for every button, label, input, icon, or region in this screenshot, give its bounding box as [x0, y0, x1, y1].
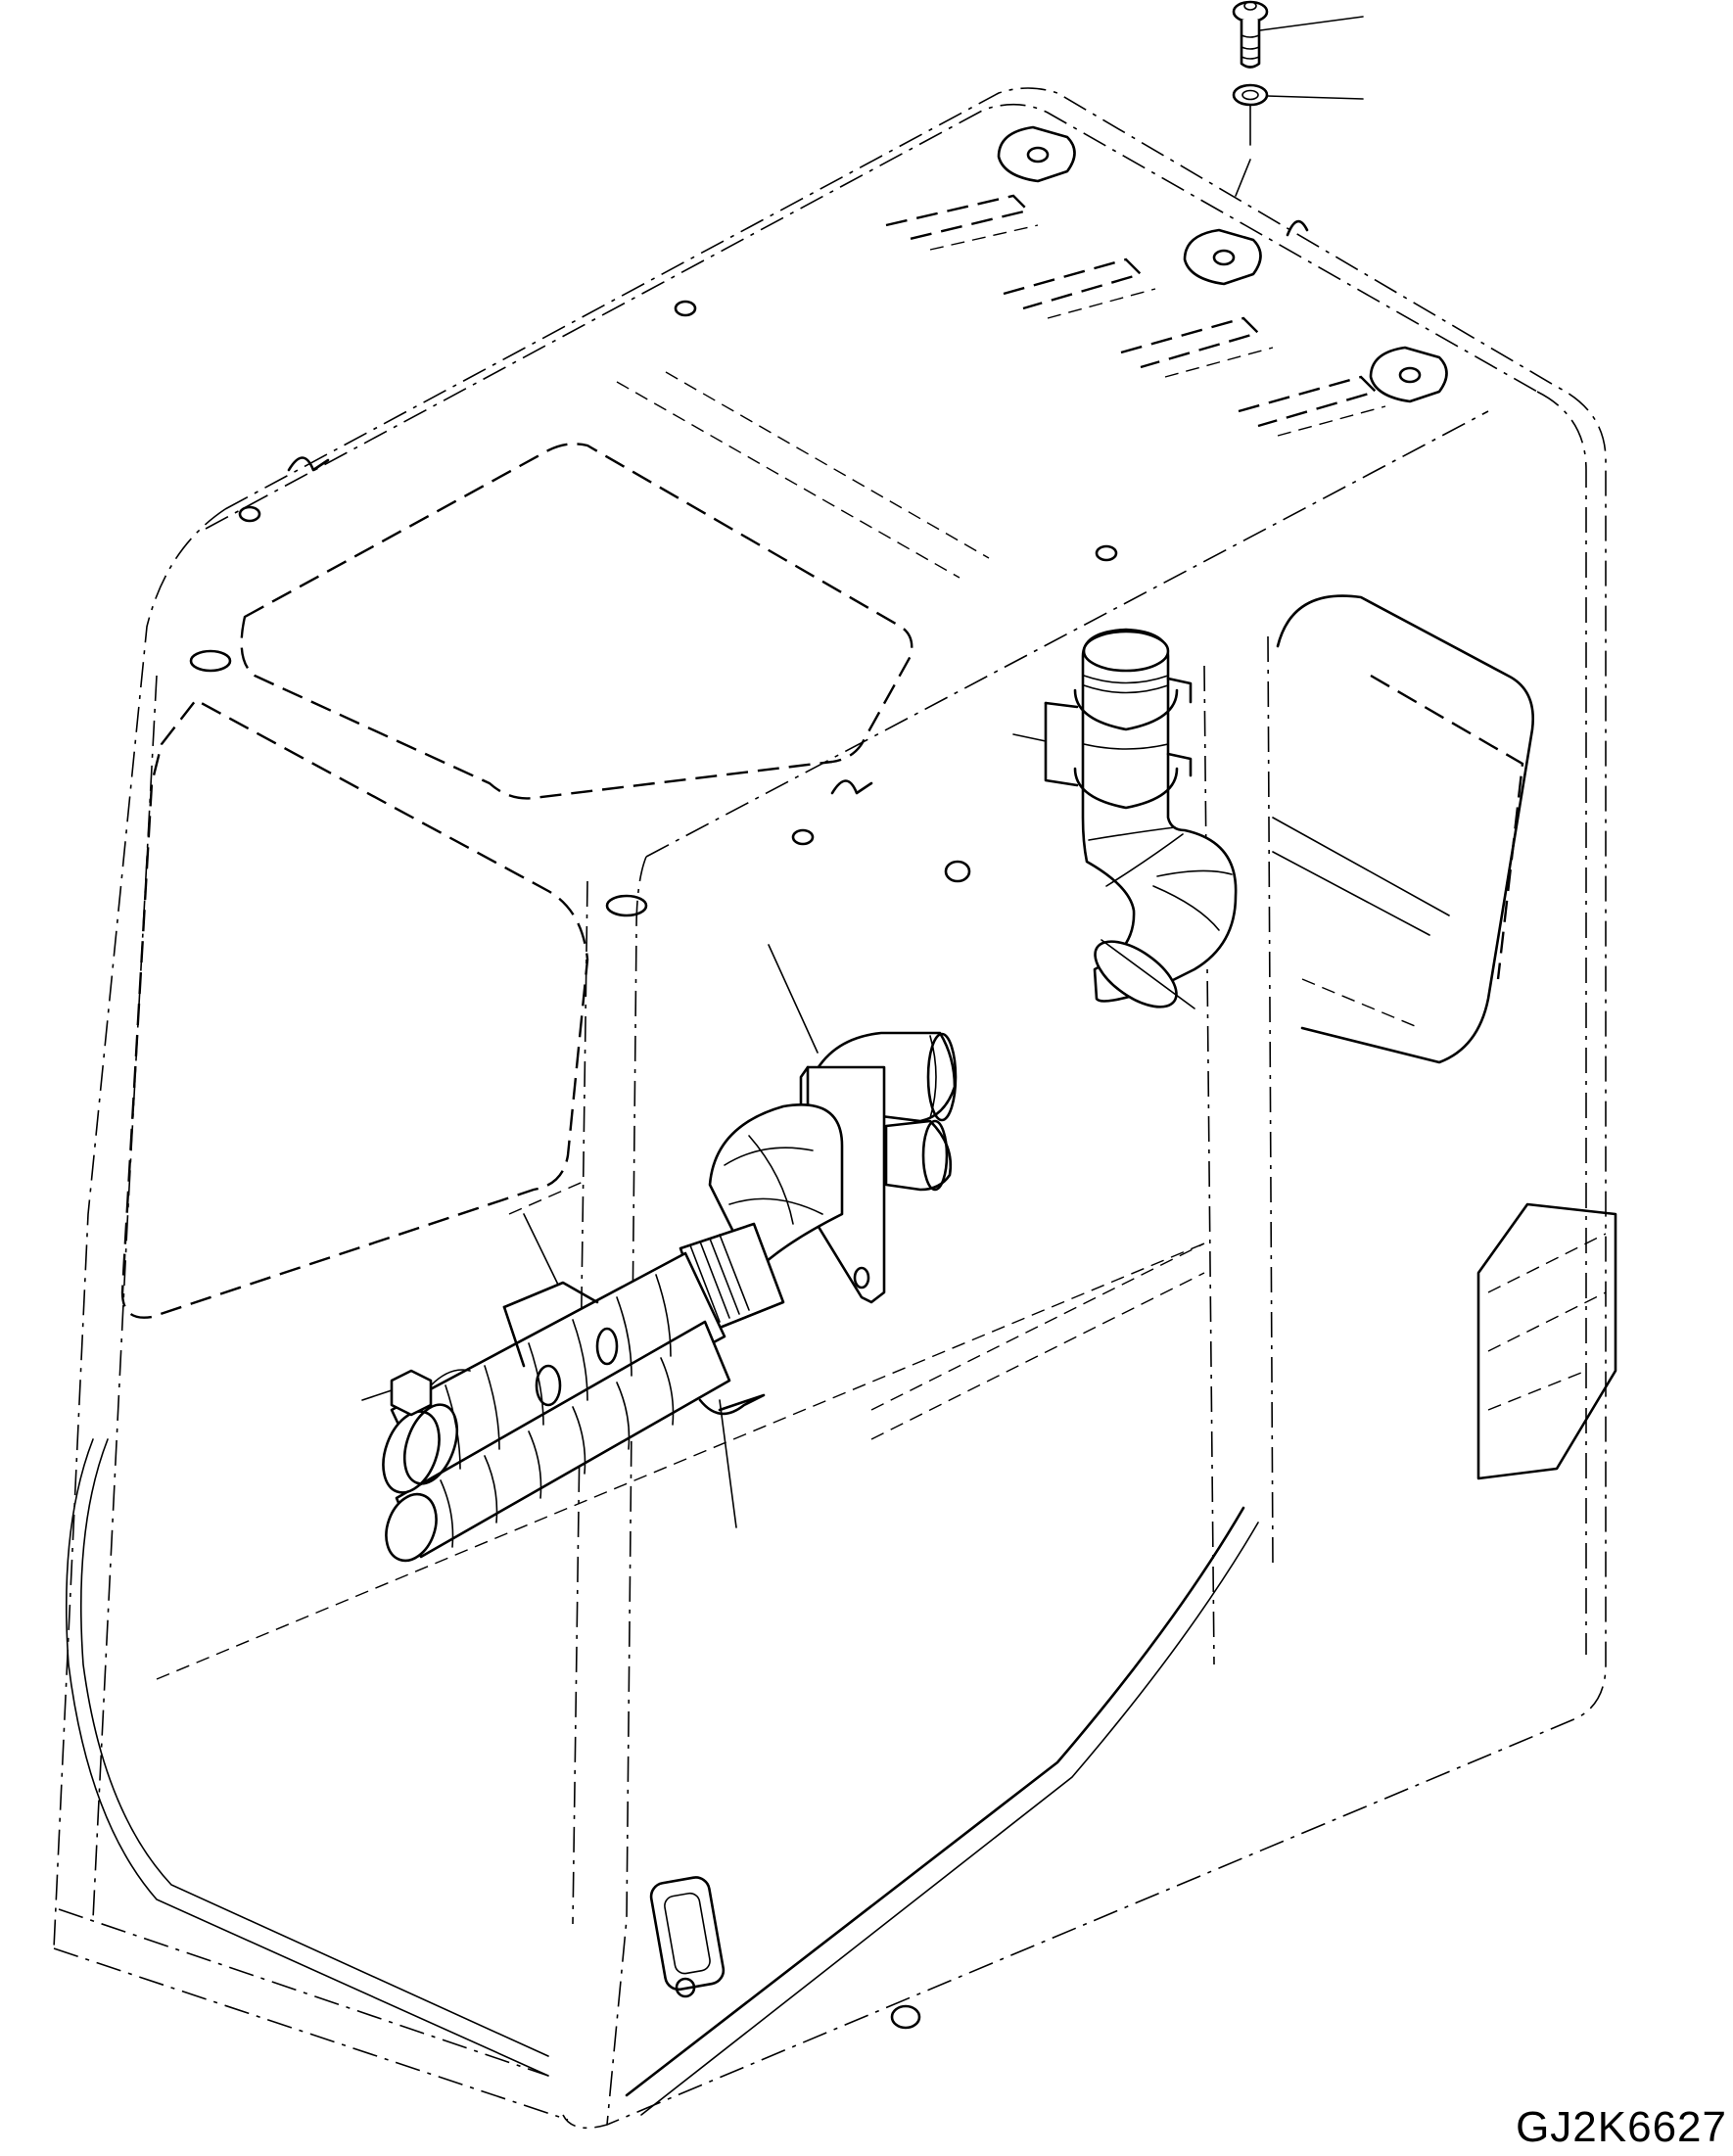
side-access-panel: [1476, 1202, 1617, 1480]
washer: [1232, 83, 1269, 197]
leader-lines: [523, 16, 1364, 1528]
elbow-duct-right: [1044, 628, 1238, 1009]
floor-edge: [156, 1242, 1205, 1680]
figure-code: GJ2K6627: [1516, 2103, 1727, 2151]
left-window: [120, 698, 589, 1319]
door-handle: [649, 1876, 726, 1998]
mount-holes: [189, 300, 1118, 2030]
roof-mount-pads: [997, 125, 1448, 403]
door-trim: [66, 1438, 1259, 2116]
bolt: [1232, 0, 1269, 69]
rear-window: [1272, 594, 1534, 1064]
roof-vents: [885, 194, 1386, 437]
main-duct-assembly: [361, 1031, 958, 1563]
roof-window: [240, 371, 990, 800]
cab-hooks: [287, 219, 1309, 795]
